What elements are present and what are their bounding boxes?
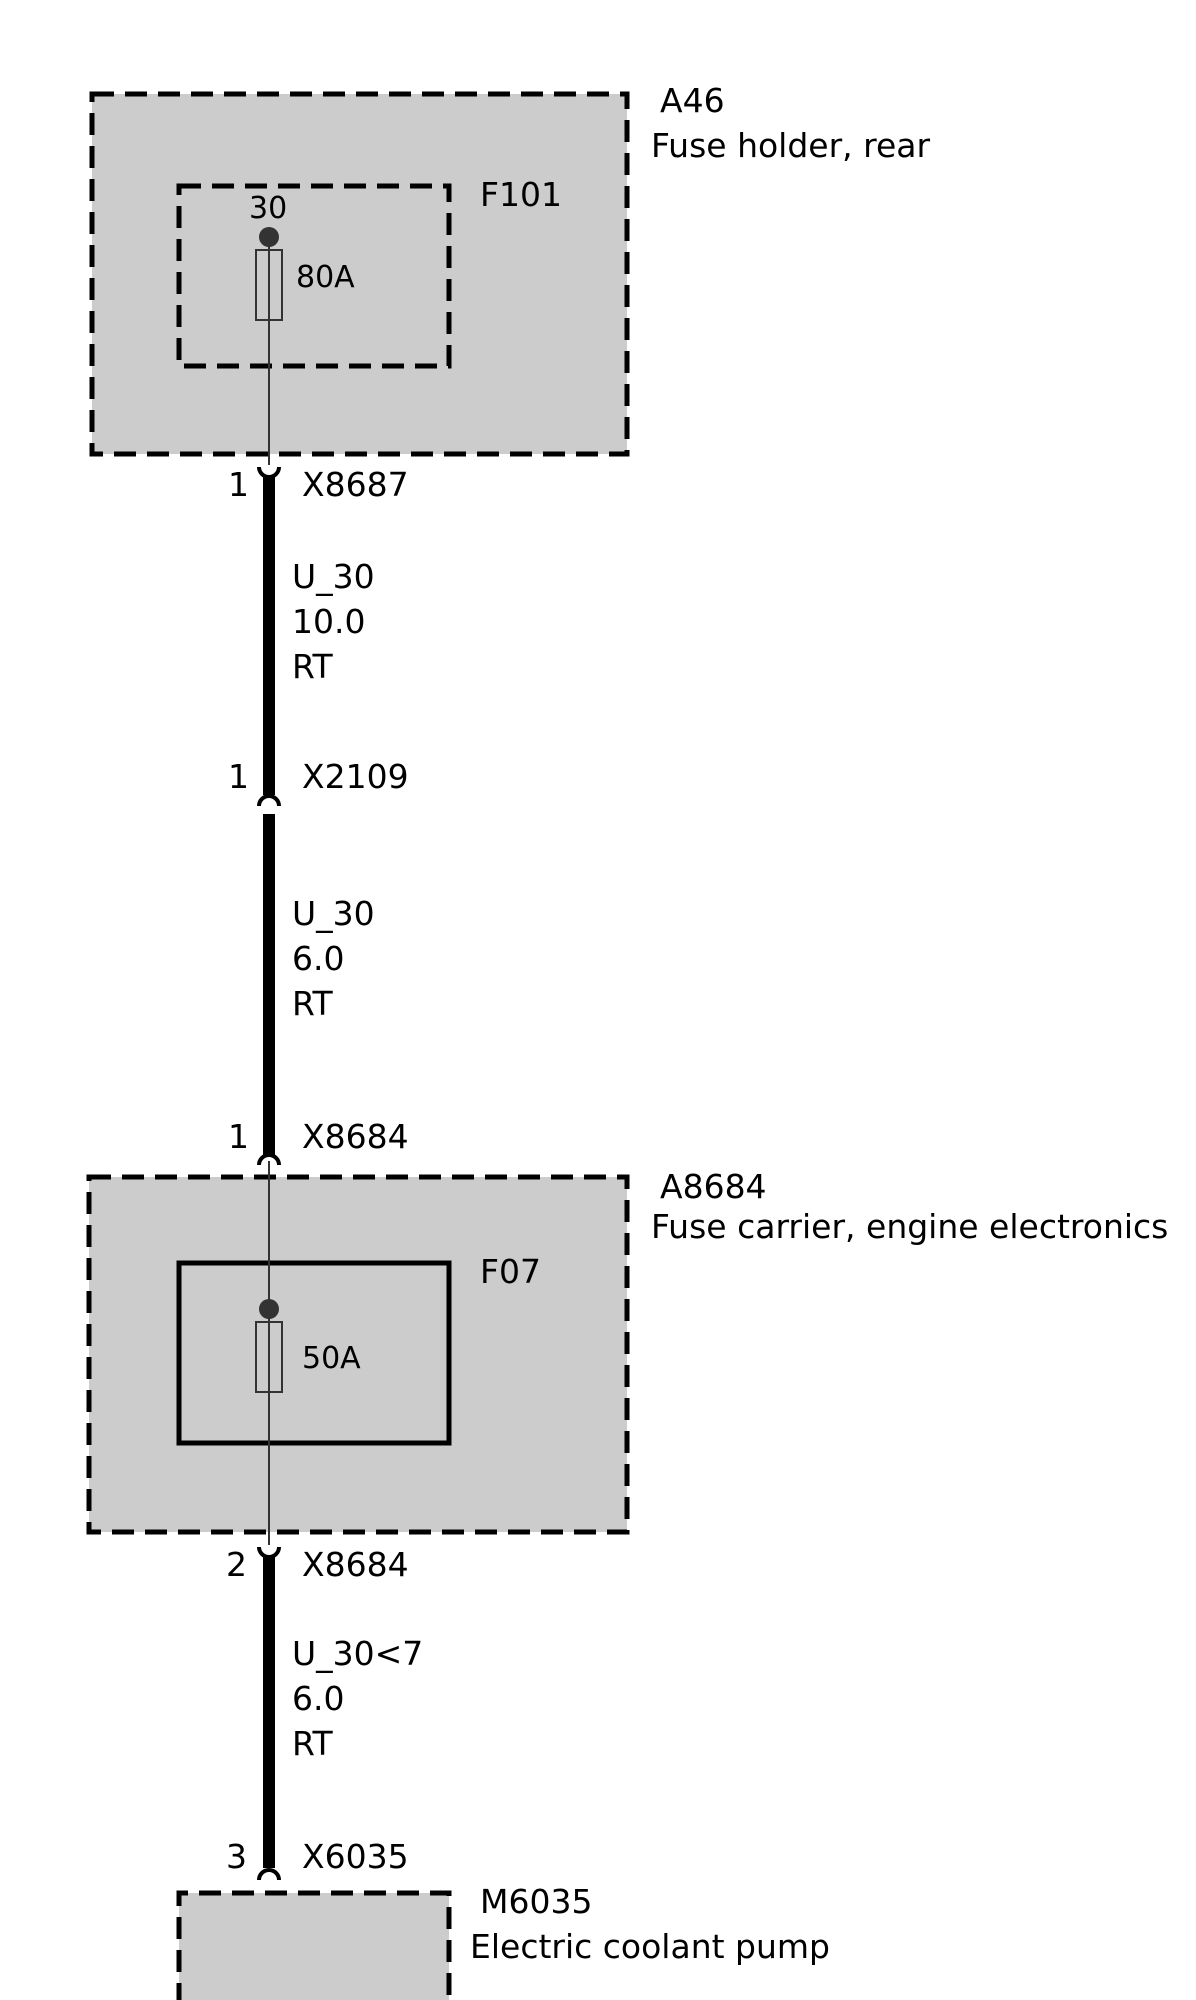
- a46-name-label: Fuse holder, rear: [651, 126, 931, 165]
- connector-pin-label: 3: [226, 1837, 247, 1876]
- connector-x8684-pin2: 2 X8684: [226, 1545, 409, 1584]
- connector-symbol: [257, 794, 281, 807]
- f101-housing: [176, 183, 452, 369]
- a46-id-label: A46: [660, 81, 725, 120]
- connector-x2109: 1 X2109: [228, 757, 409, 807]
- wire-3: U_30<7 6.0 RT: [263, 1557, 423, 1868]
- fuse-f07: F07 50A: [176, 1252, 541, 1446]
- f07-housing: [176, 1260, 452, 1446]
- wire-3-cross-section: 6.0: [292, 1679, 344, 1718]
- connector-id-label: X2109: [302, 757, 409, 796]
- connector-id-label: X8684: [302, 1117, 409, 1156]
- wire-1-cross-section: 10.0: [292, 602, 365, 641]
- f07-id-label: F07: [480, 1252, 541, 1291]
- connector-symbol: [257, 1546, 281, 1559]
- wire-1-signal: U_30: [292, 557, 375, 596]
- f07-rating-label: 50A: [302, 1341, 361, 1376]
- m6035-name-label: Electric coolant pump: [470, 1927, 830, 1966]
- component-m6035: M6035 Electric coolant pump: [176, 1882, 830, 2000]
- wire-2: U_30 6.0 RT: [263, 814, 375, 1155]
- connector-x6035: 3 X6035: [226, 1837, 409, 1881]
- connector-id-label: X8687: [302, 465, 409, 504]
- component-a46: A46 Fuse holder, rear: [89, 81, 931, 457]
- a8684-name-label: Fuse carrier, engine electronics: [651, 1207, 1168, 1246]
- connector-id-label: X8684: [302, 1545, 409, 1584]
- connector-symbol: [257, 1868, 281, 1881]
- f101-id-label: F101: [480, 175, 562, 214]
- a8684-id-label: A8684: [660, 1167, 767, 1206]
- wire-3-signal: U_30<7: [292, 1634, 423, 1673]
- connector-pin-label: 1: [228, 465, 249, 504]
- m6035-id-label: M6035: [480, 1882, 592, 1921]
- connector-symbol: [257, 466, 281, 479]
- wire-1-color: RT: [292, 647, 334, 686]
- component-a8684: A8684 Fuse carrier, engine electronics: [86, 1167, 1168, 1535]
- connector-pin-label: 1: [228, 757, 249, 796]
- connector-x8687: 1 X8687: [228, 465, 409, 504]
- f101-rating-label: 80A: [296, 260, 355, 295]
- a46-housing: [89, 91, 630, 457]
- connector-id-label: X6035: [302, 1837, 409, 1876]
- connector-x8684-pin1: 1 X8684: [228, 1117, 409, 1166]
- connector-pin-label: 1: [228, 1117, 249, 1156]
- wire-2-signal: U_30: [292, 894, 375, 933]
- m6035-housing: [176, 1890, 452, 2000]
- connector-pin-label: 2: [226, 1545, 247, 1584]
- fuse-f101: F101 30 80A: [176, 175, 562, 369]
- wire-2-cross-section: 6.0: [292, 939, 344, 978]
- wire-3-color: RT: [292, 1724, 334, 1763]
- f101-terminal-label: 30: [249, 191, 287, 226]
- wire-2-color: RT: [292, 984, 334, 1023]
- wire-1: U_30 10.0 RT: [263, 477, 375, 795]
- connector-symbol: [257, 1153, 281, 1166]
